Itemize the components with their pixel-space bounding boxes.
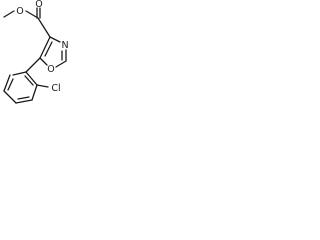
benzene-bond-bc bbox=[3, 74, 11, 92]
benzene-bond-fa bbox=[25, 71, 38, 86]
ring-c4-c5-bond bbox=[39, 36, 51, 59]
methoxy-oxygen-label: O bbox=[16, 6, 23, 17]
benzene-bond-fa-inner bbox=[24, 75, 34, 86]
methyl-bond bbox=[3, 10, 15, 18]
carbonyl-oxygen-label: O bbox=[35, 0, 42, 10]
structure-diagram: O O O N Cl bbox=[0, 0, 94, 108]
ring-c5-o1-bond bbox=[39, 57, 48, 66]
molecule-drawing: O O O N Cl bbox=[3, 0, 69, 104]
ring-o1-c2-bond bbox=[55, 60, 67, 68]
ring-oxygen-label: O bbox=[47, 64, 54, 75]
benzene-bond-cd bbox=[3, 90, 17, 104]
ring-n3-c4-bond bbox=[49, 36, 61, 43]
ester-ring-bond bbox=[37, 17, 51, 38]
benzene-bond-de bbox=[15, 99, 33, 104]
ester-o-c-bond bbox=[25, 10, 39, 19]
benzene-bond-bc-inner bbox=[7, 78, 14, 91]
benzene-bond-ef bbox=[31, 84, 38, 101]
ring-nitrogen-label: N bbox=[61, 40, 68, 51]
benzene-bond-ab bbox=[12, 71, 27, 76]
ring-c4-c5-inner-bond bbox=[44, 41, 53, 57]
chlorine-label: Cl bbox=[51, 83, 60, 94]
benzene-bond-de-inner bbox=[17, 96, 30, 100]
chlorine-bond bbox=[36, 84, 49, 88]
ring-phenyl-link-bond bbox=[25, 57, 41, 73]
